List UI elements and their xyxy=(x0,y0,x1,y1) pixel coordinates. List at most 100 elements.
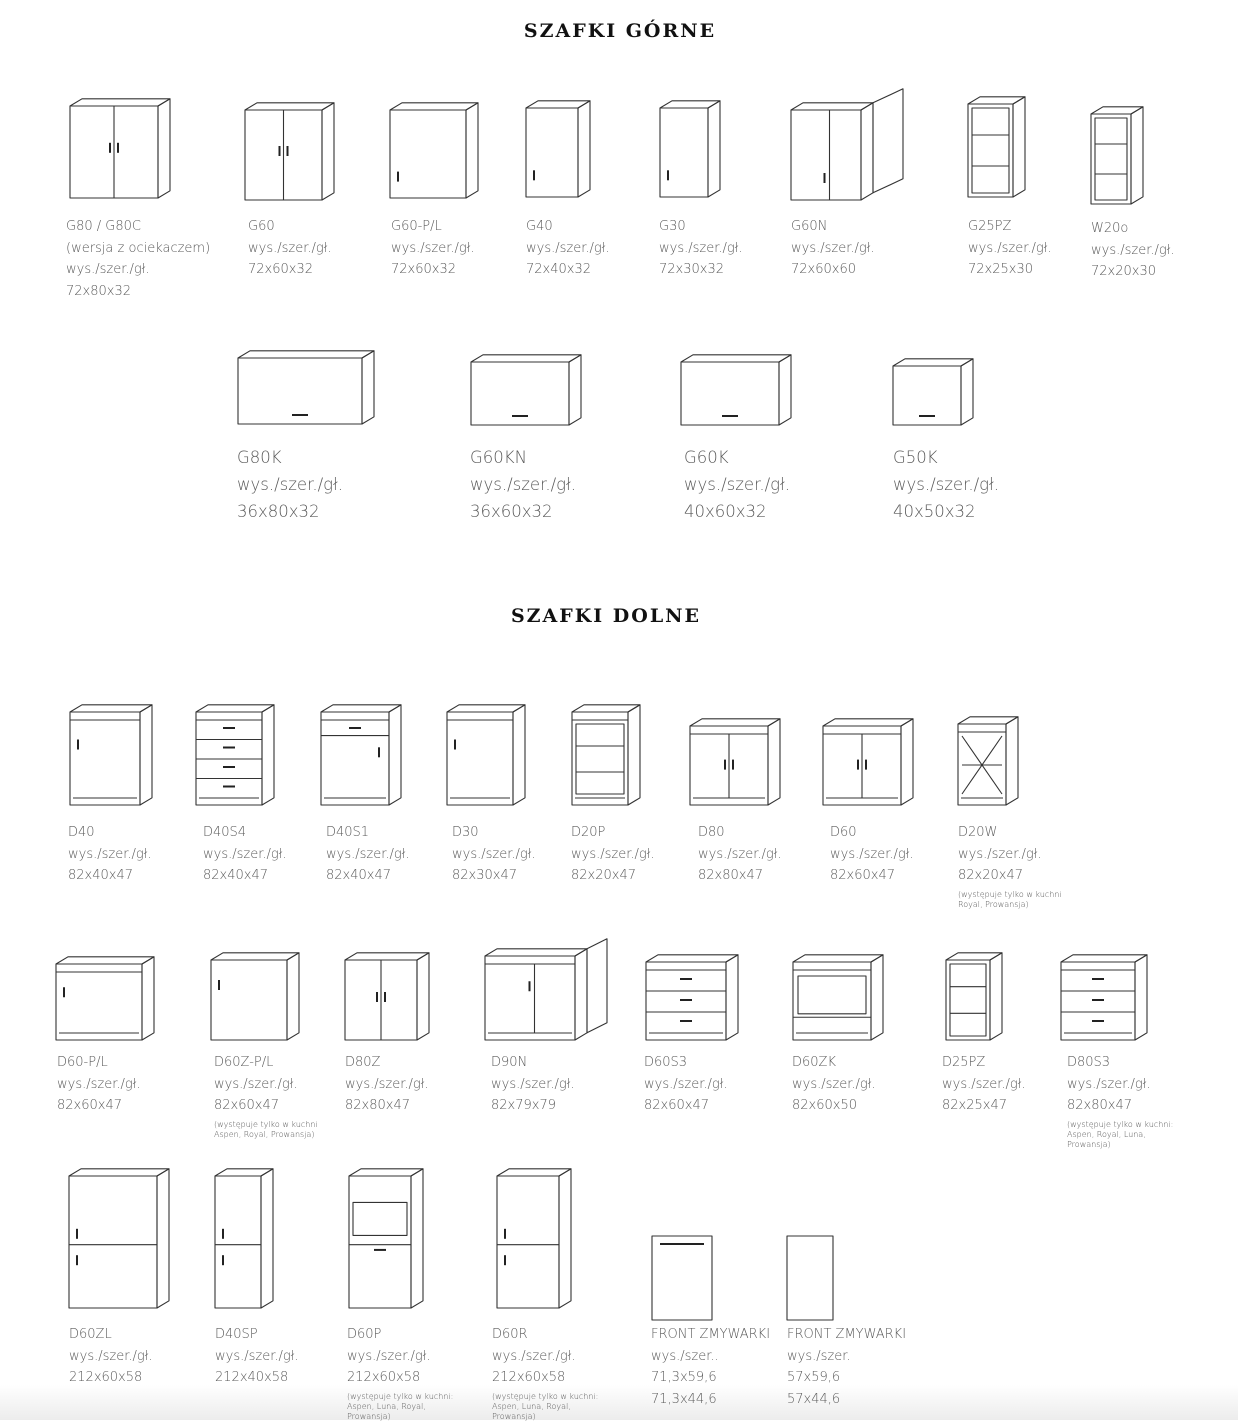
cabinet-spec-line: wys./szer./gł. xyxy=(698,846,782,862)
availability-note: (występuje tylko w kuchni: Aspen, Luna, … xyxy=(492,1391,599,1421)
cabinet-code: D20P xyxy=(571,825,606,840)
cabinet-oven-icon xyxy=(792,954,884,1041)
cabinet-spec-line: 72x60x60 xyxy=(791,262,857,277)
cabinet-base-1-door-icon xyxy=(69,704,153,806)
cabinet-base-3-drawers-icon xyxy=(1060,954,1148,1041)
cabinet-code: FRONT ZMYWARKI xyxy=(651,1327,771,1342)
cabinet-code: G60N xyxy=(791,219,828,234)
cabinet-code: D60R xyxy=(492,1327,528,1342)
cabinet-spec-line: wys./szer./gł. xyxy=(792,1076,876,1092)
cabinet-spec-line: wys./szer./gł. xyxy=(830,846,914,862)
cabinet-base-2-doors-icon xyxy=(822,718,914,806)
cabinet-spec-line: 72x80x32 xyxy=(66,283,132,299)
cabinet-tall-2-doors-icon xyxy=(68,1168,170,1309)
cabinet-code: G25PZ xyxy=(968,219,1012,234)
cabinet-open-shelves-icon xyxy=(1090,106,1144,205)
bottom-shade xyxy=(0,1385,1238,1420)
cabinet-tall-2-doors-icon xyxy=(496,1168,572,1309)
cabinet-spec-line: wys./szer./gł. xyxy=(470,475,576,494)
cabinet-code: D60-P/L xyxy=(57,1055,108,1070)
cabinet-base-drawer-door-icon xyxy=(320,704,402,806)
cabinet-spec-line: 82x30x47 xyxy=(452,868,518,883)
cabinet-spec-line: wys./szer./gł. xyxy=(347,1348,431,1364)
cabinet-spec-line: 72x20x30 xyxy=(1091,264,1157,279)
cabinet-spec-line: wys./szer./gł. xyxy=(237,475,343,494)
cabinet-code: G60KN xyxy=(470,448,527,467)
cabinet-spec-line: wys./szer.. xyxy=(651,1348,719,1364)
cabinet-spec-line: 36x60x32 xyxy=(470,502,553,521)
cabinet-base-3-drawers-icon xyxy=(645,954,739,1041)
cabinet-spec-line: wys./szer./gł. xyxy=(644,1076,728,1092)
availability-note: (występuje tylko w kuchni Royal, Prowans… xyxy=(958,889,1062,909)
cabinet-spec-line: 40x50x32 xyxy=(893,502,976,521)
cabinet-spec-line: wys./szer./gł. xyxy=(526,240,610,256)
cabinet-spec-line: wys./szer./gł. xyxy=(1067,1076,1151,1092)
cabinet-spec-line: wys./szer./gł. xyxy=(571,846,655,862)
cabinet-spec-line: 82x60x47 xyxy=(644,1098,710,1113)
cabinet-open-corner-icon xyxy=(945,952,1003,1041)
cabinet-spec-line: wys./szer./gł. xyxy=(659,240,743,256)
cabinet-code: D60P xyxy=(347,1327,382,1342)
cabinet-spec-line: 57x44,6 xyxy=(787,1391,841,1407)
cabinet-spec-line: wys./szer. xyxy=(787,1348,851,1364)
cabinet-spec-line: wys./szer./gł. xyxy=(326,846,410,862)
cabinet-code: D40 xyxy=(68,825,95,840)
cabinet-spec-line: wys./szer./gł. xyxy=(968,240,1052,256)
cabinet-tall-2-doors-icon xyxy=(214,1168,274,1309)
cabinet-code: D60 xyxy=(830,825,857,840)
cabinet-spec-line: 72x25x30 xyxy=(968,262,1034,277)
cabinet-spec-line: 72x60x32 xyxy=(248,262,314,277)
cabinet-spec-line: (wersja z ociekaczem) xyxy=(66,240,211,256)
cabinet-label: G60KN wys./szer./gł. 36x60x32 xyxy=(470,444,576,525)
cabinet-spec-line: 82x80x47 xyxy=(345,1098,411,1113)
cabinet-code: D40SP xyxy=(215,1327,258,1342)
cabinet-spec-line: wys./szer./gł. xyxy=(491,1076,575,1092)
cabinet-spec-line: wys./szer./gł. xyxy=(452,846,536,862)
cabinet-sink-1-door-icon xyxy=(210,952,300,1041)
cabinet-spec-line: wys./szer./gł. xyxy=(1091,242,1175,258)
cabinet-base-open-icon xyxy=(571,704,641,806)
cabinet-spec-line: 82x60x47 xyxy=(214,1098,280,1113)
cabinet-spec-line: 82x79x79 xyxy=(491,1098,557,1113)
cabinet-spec-line: wys./szer./gł. xyxy=(215,1348,299,1364)
cabinet-spec-line: wys./szer./gł. xyxy=(893,475,999,494)
cabinet-wine-rack-icon xyxy=(957,716,1019,806)
cabinet-code: D40S1 xyxy=(326,825,370,840)
cabinet-code: D20W xyxy=(958,825,998,840)
cabinet-code: D30 xyxy=(452,825,479,840)
cabinet-spec-line: 82x80x47 xyxy=(1067,1098,1133,1113)
cabinet-spec-line: 57x59,6 xyxy=(787,1370,841,1385)
cabinet-spec-line: wys./szer./gł. xyxy=(203,846,287,862)
dishwasher-front-icon xyxy=(786,1235,834,1321)
cabinet-open-corner-icon xyxy=(967,96,1026,198)
cabinet-base-4-drawers-icon xyxy=(195,704,275,806)
cabinet-spec-line: 82x40x47 xyxy=(68,868,134,883)
cabinet-spec-line: wys./szer./gł. xyxy=(684,475,790,494)
cabinet-code: G80K xyxy=(237,448,282,467)
cabinet-spec-line: wys./szer./gł. xyxy=(391,240,475,256)
cabinet-spec-line: 72x30x32 xyxy=(659,262,725,277)
cabinet-spec-line: 72x40x32 xyxy=(526,262,592,277)
cabinet-label: G25PZ wys./szer./gł. 72x25x30 xyxy=(968,216,1052,281)
cabinet-base-1-door-icon xyxy=(446,704,526,806)
cabinet-upper-1-door-icon xyxy=(525,100,591,198)
cabinet-code: W20o xyxy=(1091,221,1129,236)
cabinet-code: G60K xyxy=(684,448,729,467)
cabinet-spec-line: wys./szer./gł. xyxy=(958,846,1042,862)
cabinet-tall-oven-icon xyxy=(348,1168,424,1309)
cabinet-spec-line: wys./szer./gł. xyxy=(492,1348,576,1364)
